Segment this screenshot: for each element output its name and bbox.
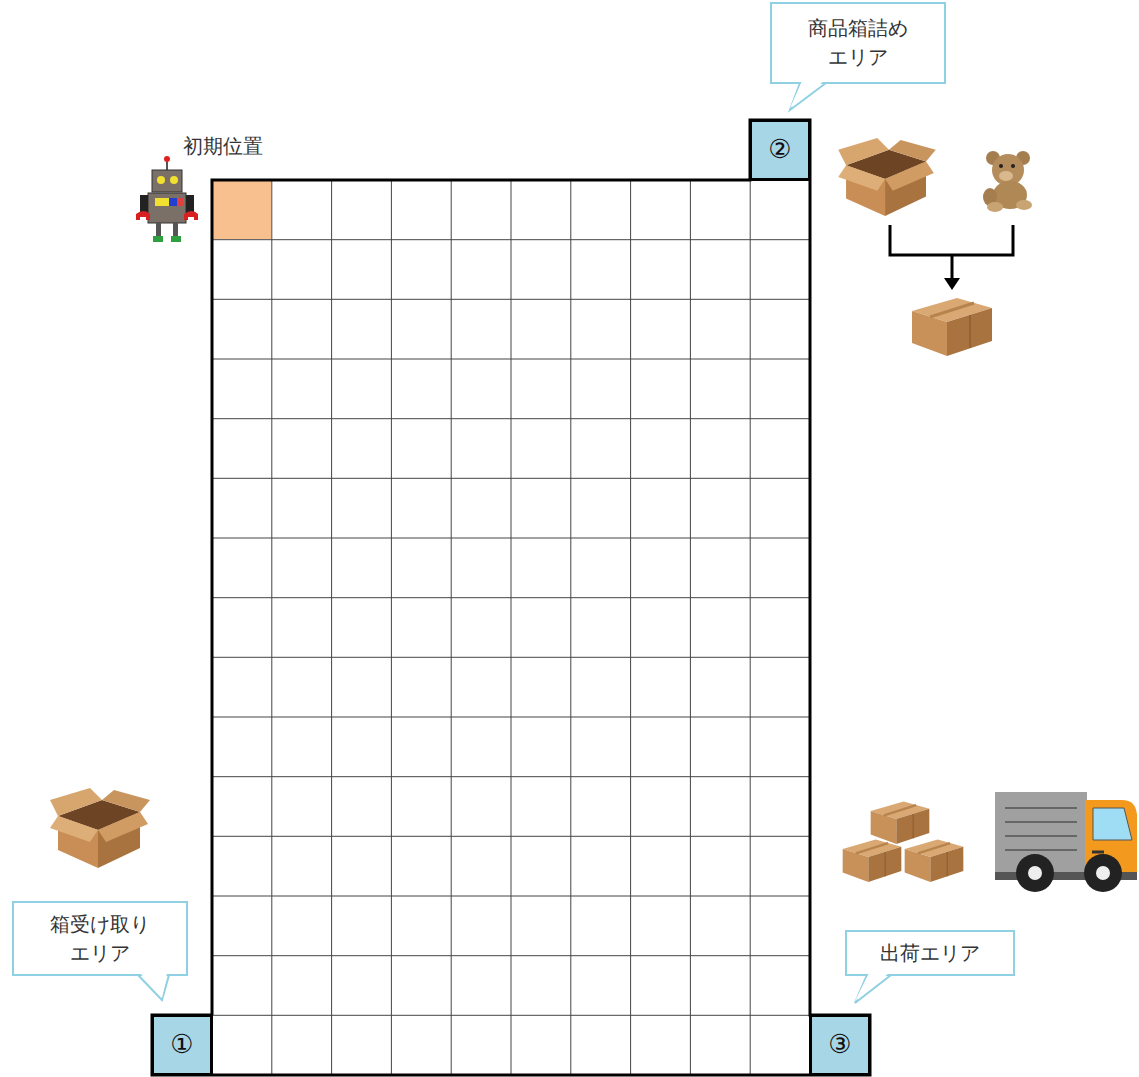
open-box-icon <box>838 138 936 216</box>
callout-tail-fill <box>855 973 889 1001</box>
robot-icon <box>136 156 198 242</box>
closed-box-icon <box>912 298 992 356</box>
closed-box-icon <box>905 839 964 882</box>
closed-box-icon <box>843 839 902 882</box>
position-label: 初期位置 <box>183 133 263 160</box>
merge-arrowhead <box>944 278 960 290</box>
area-name: 商品箱詰め エリア <box>794 14 922 72</box>
station-cell: ① <box>151 1014 213 1076</box>
area-callout: 商品箱詰め エリア <box>770 2 946 84</box>
initial-cell <box>213 181 271 239</box>
closed-box-icon <box>871 801 930 844</box>
callout-tail-fill <box>790 81 824 108</box>
merge-bracket <box>890 225 1013 255</box>
station-number: ① <box>170 1026 193 1064</box>
station-number: ③ <box>828 1026 851 1064</box>
station-cell: ② <box>749 119 811 181</box>
grid-lines <box>212 120 810 1075</box>
merge-arrow <box>951 255 954 280</box>
area-callout: 出荷エリア <box>845 930 1015 976</box>
callout-tail <box>770 2 946 84</box>
area-name: 出荷エリア <box>880 939 980 968</box>
area-name: 箱受け取り エリア <box>36 910 164 968</box>
open-box-icon <box>50 788 150 868</box>
callout-tail-fill <box>140 973 167 998</box>
station-number: ② <box>768 131 791 169</box>
truck-icon <box>995 792 1137 892</box>
grid-outline <box>152 120 870 1075</box>
teddy-bear-icon <box>983 151 1032 212</box>
station-cell: ③ <box>809 1014 871 1076</box>
area-callout: 箱受け取り エリア <box>12 901 188 976</box>
